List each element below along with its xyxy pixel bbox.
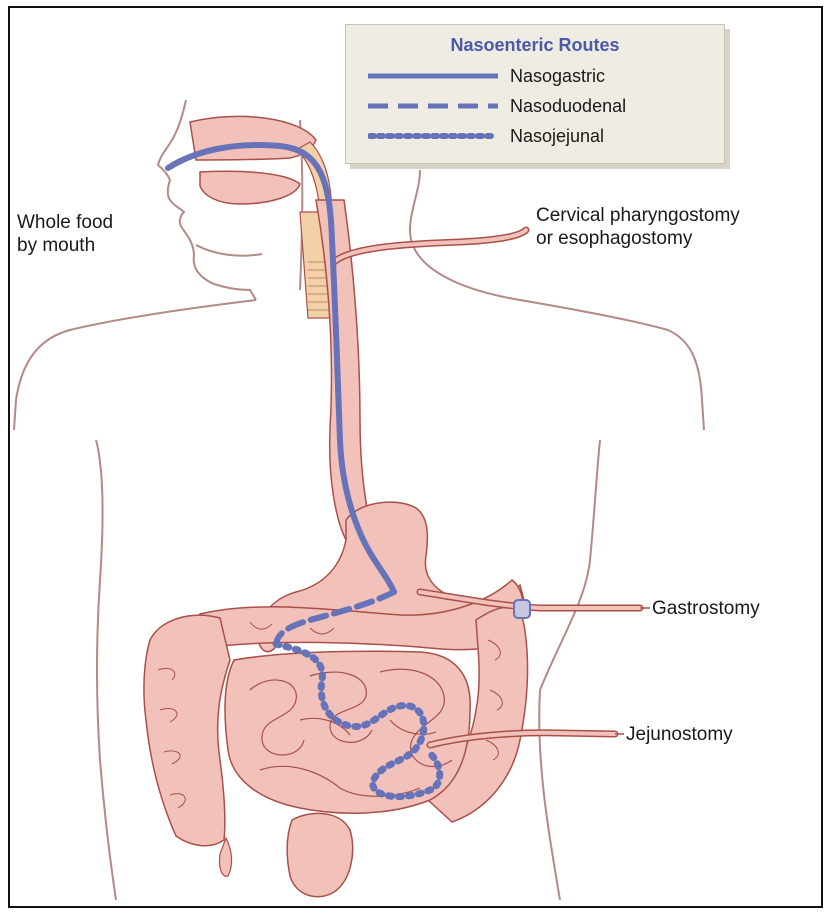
left-shoulder <box>14 300 256 430</box>
mouth-label-line1: Whole food <box>17 212 113 234</box>
legend-label: Nasogastric <box>510 66 605 87</box>
gastrostomy-label: Gastrostomy <box>652 598 760 620</box>
jejunostomy-label: Jejunostomy <box>626 724 733 746</box>
cervical-tube <box>334 230 526 262</box>
chin-line <box>196 245 262 256</box>
legend-label: Nasoduodenal <box>510 96 626 117</box>
rectum <box>287 813 352 896</box>
legend-label: Nasojejunal <box>510 126 604 147</box>
cervical-label-line2: or esophagostomy <box>536 228 692 250</box>
dashed-line-swatch <box>368 99 498 113</box>
callout-lines <box>615 608 650 734</box>
cervical-label-line1: Cervical pharyngostomy <box>536 205 740 227</box>
legend: Nasoenteric Routes Nasogastric Nasoduode… <box>345 24 725 164</box>
left-torso <box>96 440 116 900</box>
right-torso <box>539 440 600 900</box>
head-cavities <box>190 116 332 220</box>
mouth-label-line2: by mouth <box>17 235 95 257</box>
appendix <box>219 838 231 876</box>
gastrostomy-port <box>514 600 530 618</box>
dotted-line-swatch <box>368 129 498 143</box>
legend-title: Nasoenteric Routes <box>346 35 724 56</box>
solid-line-swatch <box>368 69 498 83</box>
